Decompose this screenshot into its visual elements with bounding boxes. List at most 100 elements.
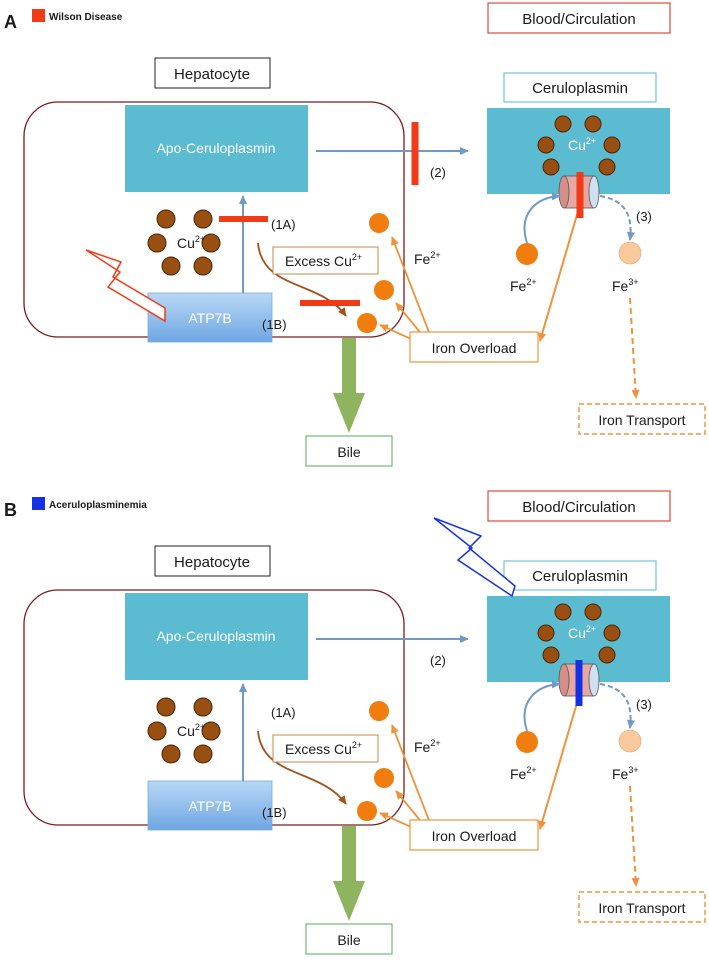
step-1a-label: (1A) [271, 217, 296, 232]
fe2-to-channel-arrow [523, 680, 561, 732]
ceruloplasmin-copper [537, 115, 621, 176]
copper-ion [201, 233, 221, 253]
copper-ion [603, 624, 621, 642]
iron-ion [369, 701, 389, 721]
lightning-bolt-icon [85, 249, 166, 323]
hepatocyte-label: Hepatocyte [174, 66, 250, 83]
legend-label: Aceruloplasminemia [49, 500, 147, 511]
copper-ion [161, 744, 181, 764]
copper-ion [193, 744, 213, 764]
circulation-label: Blood/Circulation [522, 499, 635, 516]
fe2-ion-blood [516, 731, 538, 753]
apo-ceruloplasmin-box [125, 593, 308, 680]
ceruloplasmin-copper-label: Cu2+ [568, 624, 596, 641]
copper-label: Cu2+ [177, 234, 205, 251]
copper-label: Cu2+ [177, 722, 205, 739]
iron-ion [374, 768, 394, 788]
lightning-bolt-icon [433, 517, 516, 598]
fe2-label-hepatocyte: Fe2+ [414, 250, 441, 267]
fe2-label-blood: Fe2+ [510, 277, 537, 294]
step-1a-label: (1A) [271, 705, 296, 720]
iron-overload-box [409, 819, 539, 851]
bile-label: Bile [337, 932, 361, 948]
fe3-label-blood: Fe3+ [612, 277, 639, 294]
iron-ion [374, 280, 394, 300]
step-2-label: (2) [430, 165, 446, 180]
fe3-label-blood: Fe3+ [612, 765, 639, 782]
bile-label: Bile [337, 444, 361, 460]
fe3-to-transport-arrow [629, 785, 640, 887]
panel-a: A Wilson Disease Blood/Circulation Hepat… [4, 2, 706, 467]
excess-copper-box [272, 734, 379, 763]
fe2-label-blood: Fe2+ [510, 765, 537, 782]
ceruloplasmin-label: Ceruloplasmin [532, 568, 628, 585]
channel-to-fe3-arrow [599, 195, 635, 241]
legend-label: Wilson Disease [49, 12, 123, 23]
copper-ion [156, 697, 176, 717]
panel-letter: A [4, 12, 17, 32]
excess-copper-box [272, 246, 379, 275]
copper-ion [537, 136, 555, 154]
circulation-label: Blood/Circulation [522, 11, 635, 28]
copper-ion [147, 721, 167, 741]
iron-ion [369, 213, 389, 233]
copper-cluster [147, 209, 221, 276]
hepatocyte-label-box [154, 57, 271, 89]
copper-ion [554, 115, 572, 133]
channel-left-cap [558, 663, 570, 697]
copper-ion [201, 721, 221, 741]
channel-to-overload-arrow [538, 207, 580, 342]
apo-ceruloplasmin-label: Apo-Ceruloplasmin [156, 140, 275, 156]
copper-ion [542, 646, 560, 664]
copper-ion [603, 136, 621, 154]
fe2-ion-blood [516, 243, 538, 265]
step-2-label: (2) [430, 653, 446, 668]
hepatocyte-label: Hepatocyte [174, 554, 250, 571]
overload-arrow [391, 236, 433, 341]
atp7b-label: ATP7B [188, 310, 231, 326]
channel-right-cap [588, 175, 600, 209]
circulation-box [487, 490, 671, 522]
atp7b-box [147, 780, 273, 831]
copper-ion [584, 115, 602, 133]
fe3-ion-blood [618, 241, 642, 265]
copper-ion [193, 256, 213, 276]
ceruloplasmin-label-box [503, 560, 657, 591]
copper-ion [542, 158, 560, 176]
copper-ion [584, 603, 602, 621]
channel-to-overload-arrow [538, 695, 580, 830]
bile-arrow [333, 826, 365, 921]
iron-transport-box [578, 403, 706, 435]
iron-overload-label: Iron Overload [432, 340, 517, 356]
ceruloplasmin-label: Ceruloplasmin [532, 80, 628, 97]
ceruloplasmin-copper-label: Cu2+ [568, 136, 596, 153]
iron-overload-label: Iron Overload [432, 828, 517, 844]
step-3-label: (3) [636, 209, 652, 224]
copper-ion [193, 209, 213, 229]
fe3-to-transport-arrow [629, 297, 640, 399]
copper-ion [598, 158, 616, 176]
atp7b-box [147, 292, 273, 343]
channel-to-fe3-arrow [599, 683, 635, 729]
iron-transport-label: Iron Transport [598, 412, 685, 428]
fe2-label-hepatocyte: Fe2+ [414, 738, 441, 755]
copper-to-bile-arrow [257, 730, 347, 805]
copper-cluster [147, 697, 221, 764]
circulation-box [487, 2, 671, 34]
copper-ion [156, 209, 176, 229]
legend-swatch [32, 497, 45, 510]
fe3-ion-blood [618, 729, 642, 753]
step-1b-label: (1B) [262, 805, 287, 820]
overload-arrow [391, 724, 433, 829]
hepatocyte-label-box [154, 545, 271, 577]
step-3-label: (3) [636, 697, 652, 712]
bile-box [305, 923, 393, 955]
iron-transport-box [578, 891, 706, 923]
channel-left-cap [558, 175, 570, 209]
iron-ion [357, 313, 377, 333]
panel-letter: B [4, 500, 17, 520]
copper-ion [161, 256, 181, 276]
bile-box [305, 435, 393, 467]
excess-copper-label: Excess Cu2+ [285, 740, 362, 757]
